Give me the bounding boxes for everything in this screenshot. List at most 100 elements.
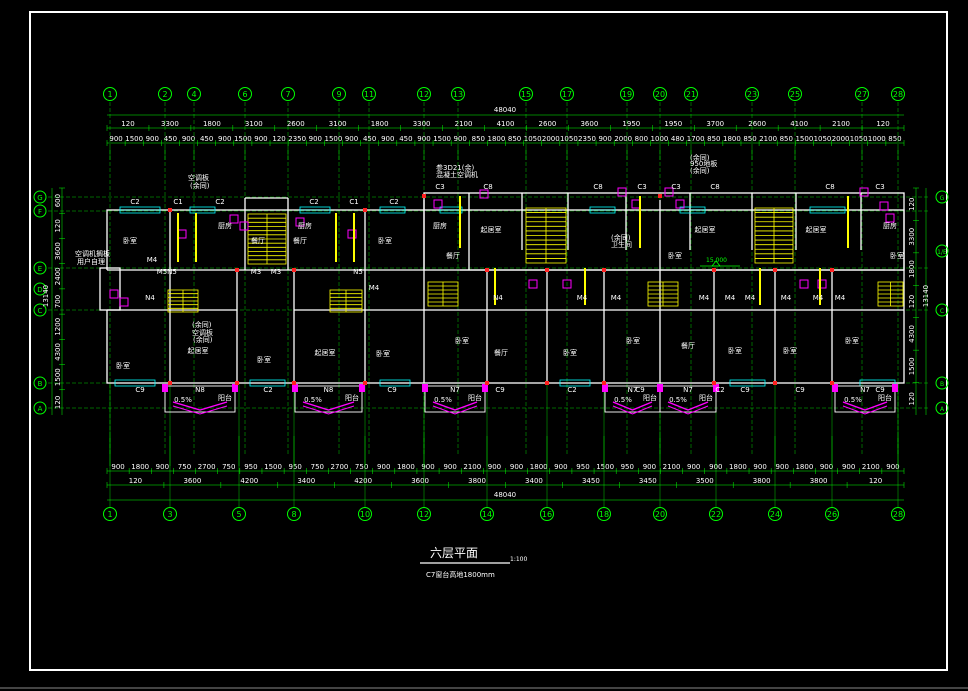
dim-left-label: 120 (54, 219, 62, 232)
axis-bubble-bottom-22 (709, 507, 723, 521)
fixture-4 (295, 217, 305, 227)
dim-top-row2-label: 850 (707, 135, 720, 143)
axis-bubble-bottom-label: 8 (291, 510, 296, 519)
column-19 (712, 381, 716, 385)
balcony-railing-1 (302, 401, 355, 411)
dim-top-row2-label: 850 (888, 135, 901, 143)
window-tag: C3 (637, 183, 646, 191)
axis-bubble-bottom-8 (287, 507, 301, 521)
balcony-label: 阳台 (468, 393, 482, 402)
dim-bottom-row2-label: 3400 (297, 477, 315, 485)
fixture-17 (817, 279, 827, 289)
dim-top-row2-label: 900 (309, 135, 322, 143)
dim-top-row2-label: 1800 (723, 135, 741, 143)
dim-bottom-row1-label: 2100 (663, 463, 681, 471)
dim-top-row2-label: 1050 (850, 135, 868, 143)
room-bed4: 卧室 (257, 355, 271, 364)
door-tag: M4 (577, 294, 588, 302)
fixture-1 (239, 221, 249, 231)
dim-bottom-row2-label: 4200 (240, 477, 258, 485)
dim-top-row2-label: 1000 (868, 135, 886, 143)
axis-bubble-bottom-28 (891, 507, 905, 521)
dim-top-row1-label: 4100 (790, 120, 808, 128)
dim-top-row2-label: 850 (780, 135, 793, 143)
axis-bubble-right-label: C (940, 308, 944, 315)
dim-top-row2-label: 1500 (433, 135, 451, 143)
room-kit3: 厨房 (433, 221, 447, 230)
fixture-3 (347, 229, 357, 239)
axis-bubble-top-28 (891, 87, 905, 101)
room-liv5: 起居室 (806, 225, 827, 234)
column-3 (363, 208, 367, 212)
axis-bubble-top-7 (281, 87, 295, 101)
dim-bottom-row1-label: 900 (886, 463, 899, 471)
fixture-8 (631, 199, 641, 209)
dim-top-row2-label: 480 (671, 135, 684, 143)
balcony-post (482, 384, 488, 392)
dim-bottom-row1-label: 1500 (264, 463, 282, 471)
balcony-slope: 0.5% (304, 396, 322, 404)
room-bed3: 卧室 (116, 361, 130, 370)
balcony-2 (424, 385, 486, 413)
windows: N8阳台0.5%N8阳台0.5%N7阳台0.5%N7阳台0.5%N7阳台0.5%… (114, 206, 898, 415)
balcony-post (232, 384, 238, 392)
dim-top-row2-label: 2100 (759, 135, 777, 143)
door-tag: M4 (813, 294, 824, 302)
dim-bottom-row1-label: 750 (222, 463, 235, 471)
dim-bottom-row1-label: 950 (621, 463, 634, 471)
dim-top-row1-label: 120 (876, 120, 889, 128)
dim-top-row2-label: 1800 (488, 135, 506, 143)
axis-bubble-right-label: 1/E (937, 249, 947, 256)
fixture-6 (479, 189, 489, 199)
room-liv1: 起居室 (188, 346, 209, 355)
dim-bottom-row2-label: 3400 (525, 477, 543, 485)
balcony-post (422, 384, 428, 392)
window-tag: C2 (389, 198, 398, 206)
balcony-post (162, 384, 168, 392)
dim-top-row2-label: 2350 (288, 135, 306, 143)
dim-bottom-row1-label: 900 (753, 463, 766, 471)
window-tag: C9 (635, 386, 644, 394)
axis-bubble-bottom-label: 14 (482, 510, 492, 519)
column-12 (168, 381, 172, 385)
dim-bottom-row1-label: 2700 (198, 463, 216, 471)
door-tag: N4 (493, 294, 503, 302)
dim-top-row1-label: 3300 (413, 120, 431, 128)
dim-top-row2-label: 120 (272, 135, 285, 143)
fixture-9 (664, 187, 674, 197)
window-tag: C9 (875, 386, 884, 394)
window-bottom-4 (729, 379, 766, 387)
axis-bubble-top-label: 23 (747, 90, 757, 99)
dim-top-row2-label: 1500 (795, 135, 813, 143)
room-bed2: 卧室 (378, 236, 392, 245)
dim-bottom-row1-label: 2100 (862, 463, 880, 471)
balcony-label: 阳台 (643, 393, 657, 402)
balcony-post (713, 384, 719, 392)
axis-bubble-top-6 (238, 87, 252, 101)
balcony-post (892, 384, 898, 392)
window-bottom-3 (559, 379, 591, 387)
fixture-13 (885, 213, 895, 223)
room-dine2: 餐厅 (293, 236, 307, 245)
axis-bubble-left-F (33, 204, 47, 218)
annotation-note: (余同) (192, 320, 212, 329)
axis-bubble-top-label: 7 (285, 90, 290, 99)
level-mark: 15.000 (700, 257, 740, 267)
fixture-10 (675, 199, 685, 209)
window-tag: C2 (215, 198, 224, 206)
room-bed13: 卧室 (845, 336, 859, 345)
annotation-note: 混凝土空调机 (436, 170, 478, 179)
dim-top-row2-label: 450 (399, 135, 412, 143)
dim-top-row2-label: 900 (218, 135, 231, 143)
axis-bubble-top-23 (745, 87, 759, 101)
dim-bottom-row2-label: 3600 (183, 477, 201, 485)
window-tag: C2 (130, 198, 139, 206)
fixture-16 (799, 279, 809, 289)
axis-bubble-top-label: 6 (242, 90, 247, 99)
axis-bubble-top-label: 1 (107, 90, 112, 99)
room-kit4: 厨房 (883, 221, 897, 230)
door-tag: M4 (699, 294, 710, 302)
stairs (167, 207, 904, 313)
balcony-1 (294, 385, 363, 413)
